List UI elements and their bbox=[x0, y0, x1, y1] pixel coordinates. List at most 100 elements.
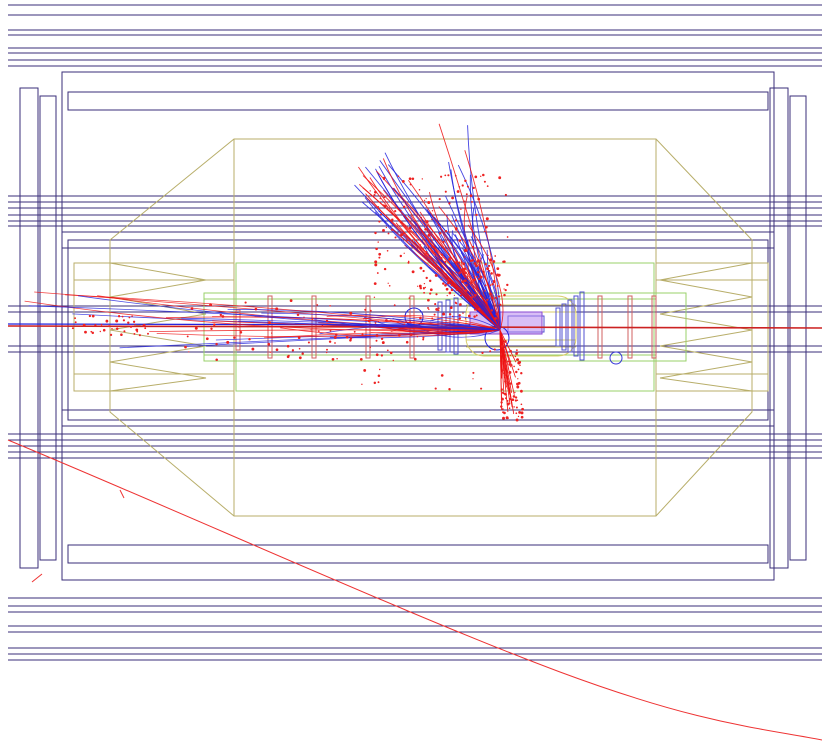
hit bbox=[251, 347, 255, 351]
hit bbox=[515, 406, 518, 409]
hit bbox=[506, 372, 508, 374]
hit bbox=[374, 231, 377, 235]
hit bbox=[375, 353, 379, 357]
hit bbox=[349, 337, 353, 340]
hit bbox=[442, 282, 445, 285]
hit bbox=[411, 270, 415, 274]
hit bbox=[505, 367, 508, 370]
hit bbox=[485, 225, 488, 229]
hit bbox=[490, 272, 493, 275]
hit bbox=[507, 385, 510, 388]
hit bbox=[226, 340, 230, 344]
hit bbox=[215, 342, 218, 346]
hit bbox=[466, 185, 469, 188]
hit bbox=[91, 331, 95, 335]
hit bbox=[470, 281, 473, 285]
hit bbox=[517, 381, 521, 385]
hit bbox=[349, 339, 352, 342]
hit bbox=[303, 316, 305, 318]
hit bbox=[291, 349, 295, 352]
hit bbox=[516, 399, 519, 402]
hit bbox=[454, 227, 458, 230]
hit bbox=[504, 289, 507, 292]
hit bbox=[454, 219, 457, 222]
hit bbox=[219, 313, 222, 317]
hit bbox=[496, 285, 499, 287]
hit bbox=[419, 286, 423, 290]
hit bbox=[506, 236, 509, 238]
hit bbox=[402, 205, 406, 209]
hit bbox=[186, 335, 189, 338]
hit bbox=[394, 236, 397, 239]
hit bbox=[475, 247, 478, 249]
hit bbox=[434, 274, 438, 277]
hit bbox=[425, 251, 428, 253]
hit bbox=[184, 345, 187, 349]
hit bbox=[380, 337, 384, 340]
hit bbox=[424, 227, 427, 231]
hit bbox=[504, 363, 507, 365]
hit bbox=[470, 296, 474, 299]
hit bbox=[462, 262, 466, 266]
hit bbox=[491, 296, 494, 300]
hit bbox=[115, 319, 119, 323]
hit bbox=[502, 369, 504, 372]
hit bbox=[286, 344, 290, 348]
hit bbox=[115, 327, 119, 331]
hit bbox=[442, 240, 445, 244]
hit bbox=[464, 289, 468, 292]
particle-track bbox=[227, 309, 501, 331]
hit bbox=[111, 327, 113, 330]
hit bbox=[486, 299, 488, 301]
hit bbox=[508, 370, 512, 374]
hit bbox=[440, 256, 443, 260]
hit bbox=[440, 253, 444, 257]
hit bbox=[480, 175, 482, 177]
hit bbox=[128, 316, 131, 319]
hit bbox=[408, 177, 412, 181]
hit bbox=[307, 341, 310, 344]
hit bbox=[476, 288, 479, 291]
particle-track bbox=[378, 165, 501, 331]
hit bbox=[90, 330, 93, 333]
hit bbox=[459, 278, 462, 280]
hit bbox=[458, 314, 461, 317]
hit bbox=[377, 241, 379, 243]
jet-tracks bbox=[24, 123, 517, 414]
hit bbox=[122, 319, 126, 322]
hit bbox=[507, 382, 510, 385]
hit bbox=[503, 392, 506, 395]
hit bbox=[427, 298, 430, 302]
hit bbox=[454, 174, 457, 177]
hit bbox=[491, 283, 494, 286]
hit bbox=[520, 411, 524, 415]
hit bbox=[483, 230, 486, 233]
hit bbox=[515, 352, 518, 355]
hit bbox=[316, 304, 319, 306]
hit bbox=[449, 256, 451, 259]
hit bbox=[475, 314, 478, 317]
hit bbox=[397, 175, 400, 177]
hit bbox=[427, 233, 431, 237]
hit bbox=[431, 218, 433, 221]
hit bbox=[460, 329, 463, 332]
hit bbox=[456, 190, 460, 193]
endcap-module bbox=[573, 295, 579, 357]
hit bbox=[379, 197, 381, 200]
hit bbox=[518, 360, 522, 364]
hit bbox=[376, 272, 379, 274]
hit bbox=[132, 320, 136, 323]
hit bbox=[514, 391, 516, 394]
hit bbox=[117, 315, 121, 318]
hit bbox=[463, 256, 466, 258]
hit bbox=[397, 333, 401, 337]
particle-track bbox=[119, 329, 501, 349]
hit bbox=[82, 323, 86, 327]
hit bbox=[147, 332, 149, 335]
hit bbox=[427, 306, 429, 309]
event-tracks bbox=[7, 123, 822, 741]
hit bbox=[459, 303, 462, 306]
hit bbox=[517, 415, 520, 418]
hit bbox=[489, 284, 492, 287]
